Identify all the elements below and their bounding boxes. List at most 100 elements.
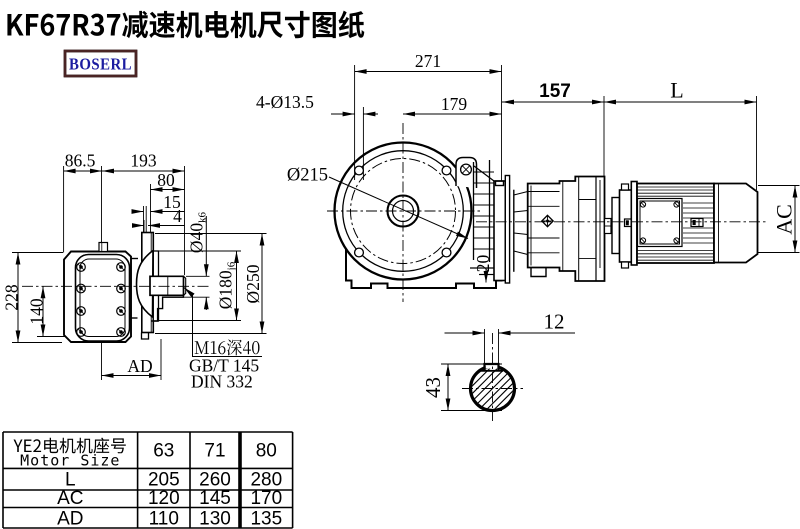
arrowhead	[354, 69, 367, 74]
front-view-dimensions: 271 179 4-Ø13.5 Ø215	[256, 51, 502, 241]
dim-label-250: Ø250	[243, 264, 263, 303]
table-cell-value: 130	[199, 509, 231, 529]
bearing-dome	[135, 248, 154, 319]
table-cell-value: 120	[148, 488, 180, 509]
glyph-path	[13, 437, 126, 454]
screw-slot	[117, 328, 125, 336]
screw-slot	[77, 263, 85, 271]
cover-plate-inner	[79, 258, 126, 337]
motor-side-view	[476, 174, 768, 284]
plate-screw-slot	[674, 202, 679, 207]
arrowhead	[40, 286, 46, 299]
screw-slot	[77, 328, 85, 336]
rib-top-slant	[473, 165, 495, 182]
base-outline	[345, 249, 503, 289]
side-view-dimensions: 86.5 193 80 15 4 228 140 AD Ø40k6 Ø180j6…	[2, 151, 265, 392]
leader-line	[328, 176, 469, 239]
dim-label: 80	[157, 170, 175, 190]
shaft-section-dimensions: 12 43	[421, 310, 575, 411]
arrowhead	[259, 321, 265, 334]
output-shaft	[149, 275, 185, 297]
tap-note-2: GB/T 145	[189, 356, 259, 376]
bolt-hole	[353, 165, 365, 176]
dim-label-215: Ø215	[287, 166, 328, 186]
screw	[116, 262, 126, 272]
arrowhead	[132, 223, 144, 228]
arrowhead	[592, 99, 604, 105]
table-cell-value: 110	[149, 509, 179, 529]
page-title-glyphs	[7, 10, 365, 39]
input-flange-plate	[493, 180, 507, 282]
screw	[76, 306, 86, 316]
gear-foot	[530, 267, 547, 278]
key-box-dark	[625, 220, 629, 226]
arrowhead	[40, 324, 46, 337]
plate-screw	[639, 237, 647, 244]
table-row-label: AC	[57, 488, 83, 509]
dim-label: AD	[127, 356, 152, 376]
screw-slot	[117, 307, 125, 315]
arrowhead	[203, 297, 209, 310]
cone-lines	[513, 191, 528, 255]
plug-dot	[545, 219, 550, 223]
arrowhead	[203, 264, 209, 277]
plate-screw	[639, 201, 647, 208]
plug-circle	[459, 163, 473, 176]
plate-screw-slot	[674, 238, 679, 243]
arrowhead	[15, 330, 21, 343]
dim-label: 4	[173, 206, 182, 226]
input-flange-ring	[504, 174, 511, 284]
spec-table: YE2电机机座号 Motor Size 63 71 80 L 205 260 2…	[2, 431, 294, 529]
arrowhead	[498, 330, 511, 336]
lifting-boss	[98, 241, 109, 253]
screw	[76, 262, 86, 272]
logo-text: BOSERL	[69, 55, 132, 74]
motor-view-dimensions: 157 L AC	[502, 78, 800, 253]
plate-screw	[673, 201, 680, 208]
dim-label-spigot-dia-part: Ø180	[216, 270, 236, 309]
screw-slot	[117, 285, 125, 292]
arrowhead	[234, 251, 239, 263]
arrowhead	[792, 185, 798, 198]
screw-slot	[77, 307, 85, 315]
lug	[455, 156, 478, 188]
table-frame-size: 63	[153, 441, 174, 462]
arrowhead	[744, 99, 757, 105]
dim-label: 271	[415, 51, 441, 71]
dim-label-holes: 4-Ø13.5	[256, 92, 314, 112]
dim-label: 15	[163, 192, 181, 212]
arrowhead	[15, 252, 21, 265]
dim-label-shaft-dia: Ø40k6	[187, 211, 209, 253]
arrowhead	[150, 209, 163, 214]
arrowhead	[403, 111, 415, 117]
dim-label: 86.5	[65, 151, 96, 171]
bolt-hole	[441, 165, 452, 176]
hatch-line	[487, 367, 514, 410]
arrowhead	[502, 99, 514, 105]
arrowhead	[363, 111, 376, 117]
arrowhead	[489, 69, 502, 74]
arrowhead	[445, 398, 451, 411]
dim-label: 179	[441, 94, 468, 114]
screw-slot	[117, 263, 125, 271]
tap-note-3: DIN 332	[191, 372, 253, 392]
plate-screw-slot	[640, 238, 646, 243]
tap-note-1-glyphs	[194, 339, 260, 356]
glyph-path	[7, 10, 365, 39]
glyph-path	[194, 339, 260, 356]
arrowhead	[148, 223, 160, 228]
screw	[76, 327, 86, 337]
page-header: KF67R37减速机电机尺寸图纸 BOSERL	[7, 10, 365, 78]
bolt-hole	[441, 247, 452, 258]
dim-label-shaft-dia-part: Ø40	[187, 223, 207, 253]
arrowhead	[234, 308, 239, 321]
plug-cross	[461, 165, 471, 174]
shaft-section-view	[462, 329, 523, 421]
dim-label: 193	[130, 151, 157, 171]
arrowhead	[131, 209, 144, 214]
table-row-label: L	[65, 470, 76, 491]
logo-border	[63, 49, 138, 78]
arrowhead	[445, 364, 451, 376]
